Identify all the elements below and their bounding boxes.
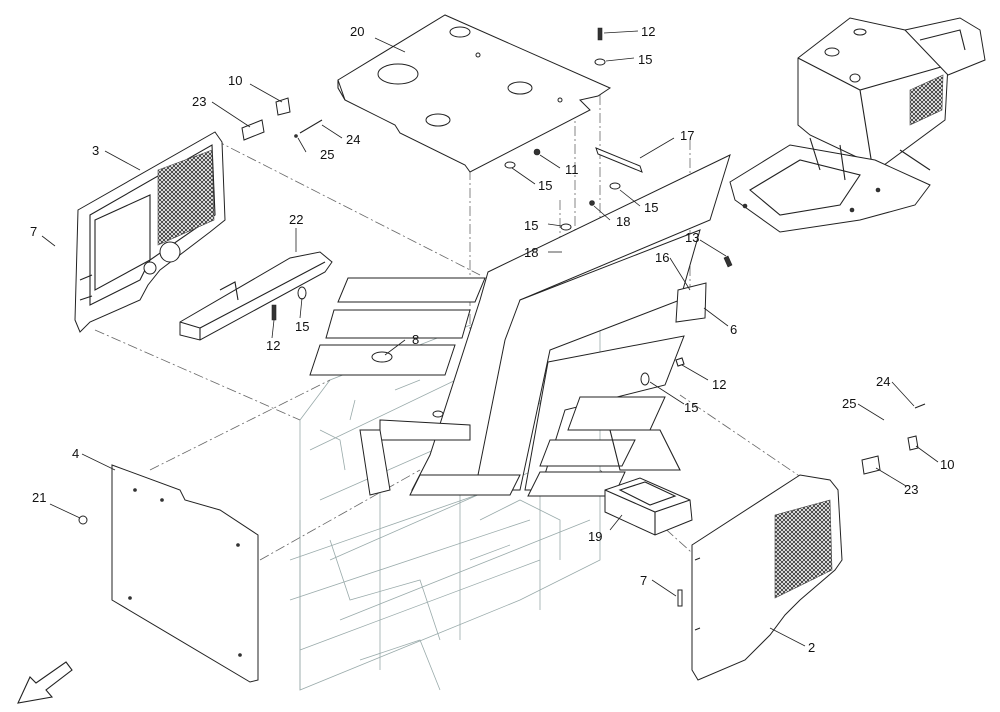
callout-18: 18 [524, 245, 538, 260]
callout-23: 23 [192, 94, 206, 109]
side-panel-part-6 [524, 255, 733, 491]
callout-labels: 20 12 15 10 23 24 25 3 17 11 15 15 18 15… [30, 24, 954, 655]
callout-15: 15 [538, 178, 552, 193]
callout-15: 15 [524, 218, 538, 233]
callout-25: 25 [842, 396, 856, 411]
callout-25: 25 [320, 147, 334, 162]
callout-15: 15 [638, 52, 652, 67]
callout-18: 18 [616, 214, 630, 229]
callout-15: 15 [644, 200, 658, 215]
callout-22: 22 [289, 212, 303, 227]
left-side-panel-part-3 [74, 131, 226, 333]
callout-12: 12 [641, 24, 655, 39]
floor-plate-part-20 [337, 14, 612, 173]
callout-24: 24 [876, 374, 890, 389]
callout-10: 10 [940, 457, 954, 472]
callout-7: 7 [640, 573, 647, 588]
callout-23: 23 [904, 482, 918, 497]
callout-6: 6 [730, 322, 737, 337]
fastener-hardware-center [271, 27, 643, 321]
battery-tray-part-19 [604, 429, 693, 536]
operator-station-assembly [729, 17, 986, 233]
front-direction-arrow-icon [17, 661, 73, 704]
callout-12: 12 [266, 338, 280, 353]
callout-24: 24 [346, 132, 360, 147]
callout-16: 16 [655, 250, 669, 265]
callout-19: 19 [588, 529, 602, 544]
callout-11: 11 [565, 162, 579, 177]
callout-15: 15 [684, 400, 698, 415]
callout-20: 20 [350, 24, 364, 39]
right-side-panel-part-2 [677, 403, 926, 681]
floor-panels-part-8 [309, 277, 486, 418]
callout-8: 8 [412, 332, 419, 347]
floor-mats-lower [359, 396, 666, 497]
callout-3: 3 [92, 143, 99, 158]
callout-2: 2 [808, 640, 815, 655]
callout-15: 15 [295, 319, 309, 334]
assembly-guide-lines [94, 90, 821, 561]
callout-13: 13 [685, 230, 699, 245]
callout-10: 10 [228, 73, 242, 88]
leader-lines [41, 30, 939, 647]
callout-7: 7 [30, 224, 37, 239]
rear-panel-part-4 [78, 464, 259, 683]
callout-17: 17 [680, 128, 694, 143]
callout-4: 4 [72, 446, 79, 461]
latch-hardware-upper [241, 97, 323, 141]
callout-12: 12 [712, 377, 726, 392]
rail-part-22 [179, 251, 333, 341]
callout-21: 21 [32, 490, 46, 505]
